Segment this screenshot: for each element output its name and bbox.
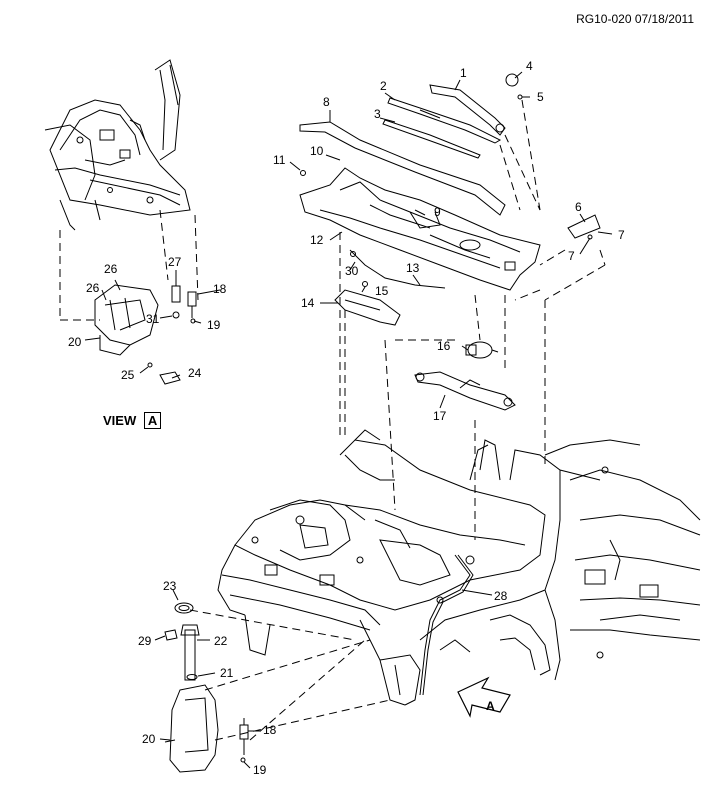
callout-27: 27 [168,255,182,269]
wiper-transmission [415,372,515,410]
callout-23: 23 [163,579,177,593]
callout-20: 20 [142,732,156,746]
inset-washer-pump [188,292,196,323]
callout-19-inset: 19 [207,318,221,332]
inset-body-structure [45,60,190,230]
callout-14: 14 [301,296,315,310]
reservoir-clip [165,630,177,640]
callout-13: 13 [406,261,420,275]
callout-30: 30 [345,264,359,278]
inset-leader-lines [60,210,198,320]
direction-arrow [458,678,510,716]
callout-20-inset: 20 [68,335,82,349]
view-letter-box: A [143,412,162,429]
inset-bracket [95,285,158,355]
document-id: RG10-020 07/18/2011 [576,12,694,26]
callout-31: 31 [146,312,160,326]
callout-12: 12 [310,233,324,247]
reservoir-filler-neck [181,625,199,680]
callout-17: 17 [433,409,447,423]
callout-16: 16 [437,339,451,353]
wiper-motor [466,342,498,358]
callout-2: 2 [380,79,387,93]
callout-11: 11 [273,153,286,167]
callout-6: 6 [575,200,582,214]
washer-hose [350,250,445,288]
reservoir-cap [175,603,193,613]
cowl-clip [301,171,306,176]
wiper-blade-upper [388,98,500,143]
body-structure [218,430,700,705]
wiper-blade-lower [383,120,480,158]
callout-22: 22 [214,634,228,648]
callout-26b: 26 [86,281,100,295]
callout-8: 8 [323,95,330,109]
callout-9: 9 [434,205,441,219]
callout-10: 10 [310,144,324,158]
view-prefix: VIEW [103,413,137,428]
callout-7a: 7 [618,228,625,242]
callout-26a: 26 [104,262,118,276]
callout-3: 3 [374,107,381,121]
washer-hose-routing [420,555,473,695]
wiper-arm-cap [506,74,522,99]
view-label: VIEW A [103,412,162,429]
callout-28: 28 [494,589,508,603]
washer-reservoir [165,685,218,772]
callout-18-inset: 18 [213,282,227,296]
callout-7b: 7 [568,249,575,263]
callout-leaders [85,72,612,768]
hose-connector [363,282,368,287]
callout-18: 18 [263,723,277,737]
callout-24: 24 [188,366,202,380]
cowl-side-cap [568,215,600,239]
callout-1: 1 [460,66,467,80]
leader-lines [190,100,605,740]
cowl-lower-panel [335,290,400,325]
wiper-arm [430,85,505,135]
inset-clip [148,363,180,384]
callout-25: 25 [121,368,135,382]
callout-29: 29 [138,634,152,648]
washer-pump [240,718,248,762]
callout-19: 19 [253,763,267,777]
cowl-panel [300,168,540,290]
callout-15: 15 [375,284,389,298]
arrow-letter: A [486,699,495,713]
callout-4: 4 [526,59,533,73]
neck-seal [187,675,197,680]
callout-21: 21 [220,666,234,680]
cowl-seal-strip [300,122,505,215]
callout-5: 5 [537,90,544,104]
inset-reservoir-fitting [172,280,180,318]
